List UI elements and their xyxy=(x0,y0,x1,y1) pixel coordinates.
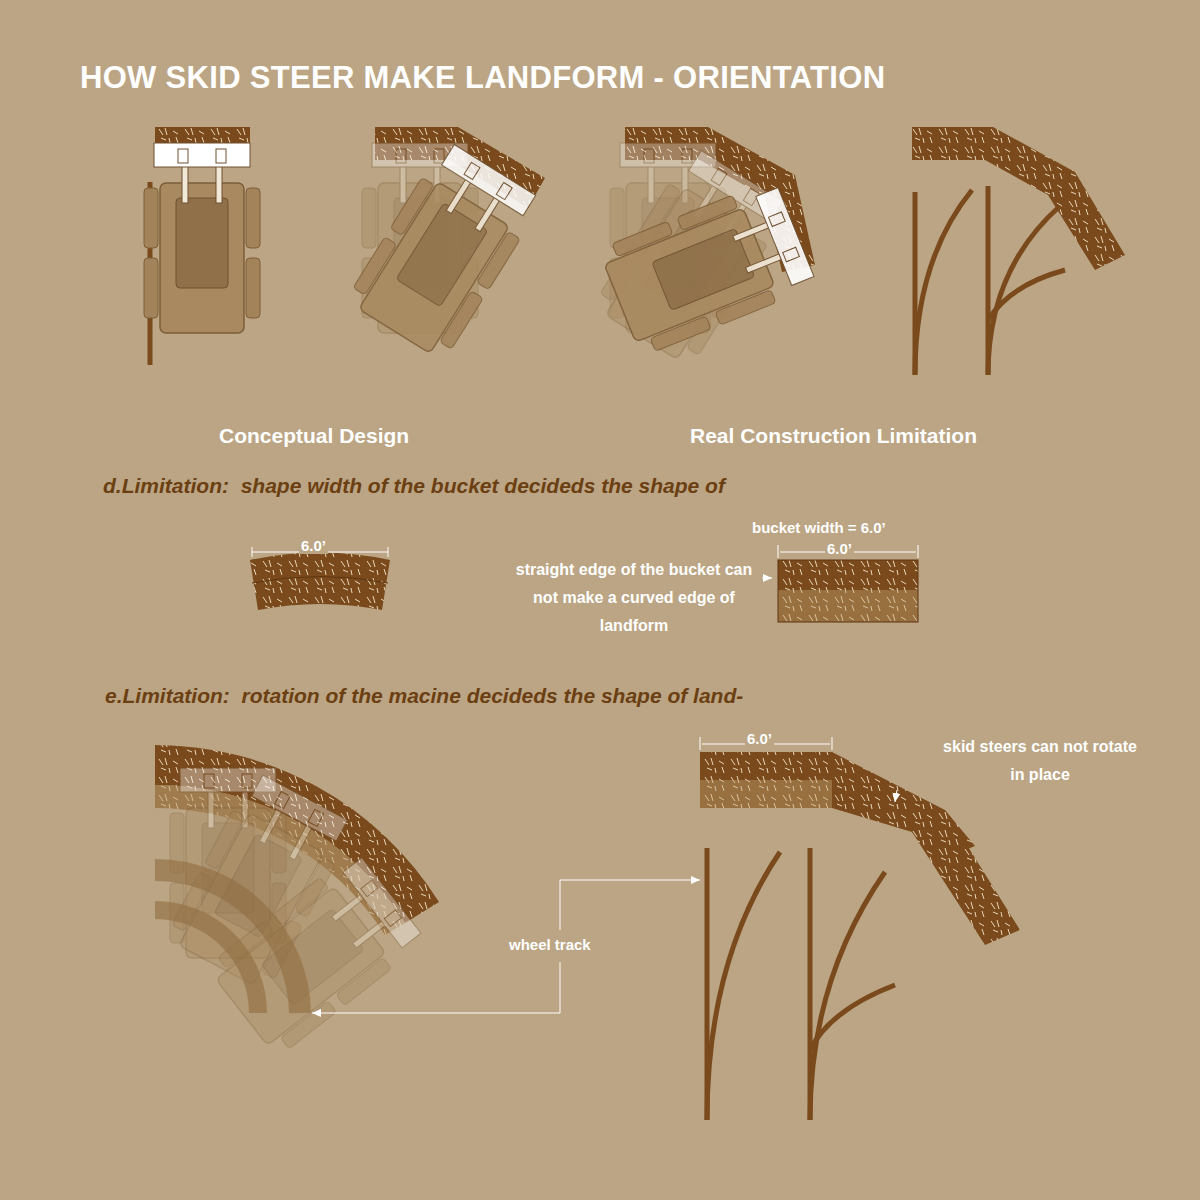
rect-shape xyxy=(700,780,832,808)
path-shape xyxy=(155,870,300,1013)
path-shape xyxy=(252,577,388,584)
limitation-heading: d.Limitation: shape width of the bucket … xyxy=(103,474,725,498)
polyline-shape xyxy=(560,880,700,930)
path-shape xyxy=(988,206,1060,375)
callout-note: skid steers can not rotate in place xyxy=(935,733,1145,789)
path-shape xyxy=(988,270,1065,320)
design-heading: Conceptual Design xyxy=(219,424,409,448)
dimension-label: 6.0’ xyxy=(299,537,328,554)
page-title: HOW SKID STEER MAKE LANDFORM - ORIENTATI… xyxy=(80,60,885,96)
use-shape xyxy=(144,143,260,333)
rect-shape xyxy=(700,752,832,780)
line-shape xyxy=(762,578,772,579)
polyline-shape xyxy=(312,962,560,1013)
rect-shape xyxy=(778,590,918,622)
path-shape xyxy=(810,985,895,1050)
callout-note: straight edge of the bucket can not make… xyxy=(505,556,763,640)
limitation-heading: e.Limitation: rotation of the macine dec… xyxy=(105,684,743,708)
rect-shape xyxy=(778,560,918,590)
path-shape xyxy=(155,910,258,1013)
polygon-shape xyxy=(912,127,1125,270)
line-shape xyxy=(895,790,897,802)
callout-note: wheel track xyxy=(507,936,593,953)
path-shape xyxy=(915,190,972,375)
dimension-label: 6.0’ xyxy=(745,730,774,747)
path-shape xyxy=(707,852,780,1120)
line-shape xyxy=(252,547,253,557)
rect-shape xyxy=(778,560,918,622)
g-shape xyxy=(915,186,1065,375)
design-heading: Real Construction Limitation xyxy=(690,424,977,448)
dimension-label: bucket width = 6.0’ xyxy=(752,519,886,536)
path-shape xyxy=(250,553,390,611)
line-shape xyxy=(778,545,779,558)
line-shape xyxy=(388,547,389,557)
use-shape xyxy=(345,139,544,362)
g-shape xyxy=(707,848,895,1120)
line-shape xyxy=(700,737,701,750)
use-shape xyxy=(598,178,818,357)
line-shape xyxy=(832,737,833,750)
polygon-shape xyxy=(912,810,1020,945)
dimension-label: 6.0’ xyxy=(825,540,854,557)
line-shape xyxy=(918,545,919,558)
